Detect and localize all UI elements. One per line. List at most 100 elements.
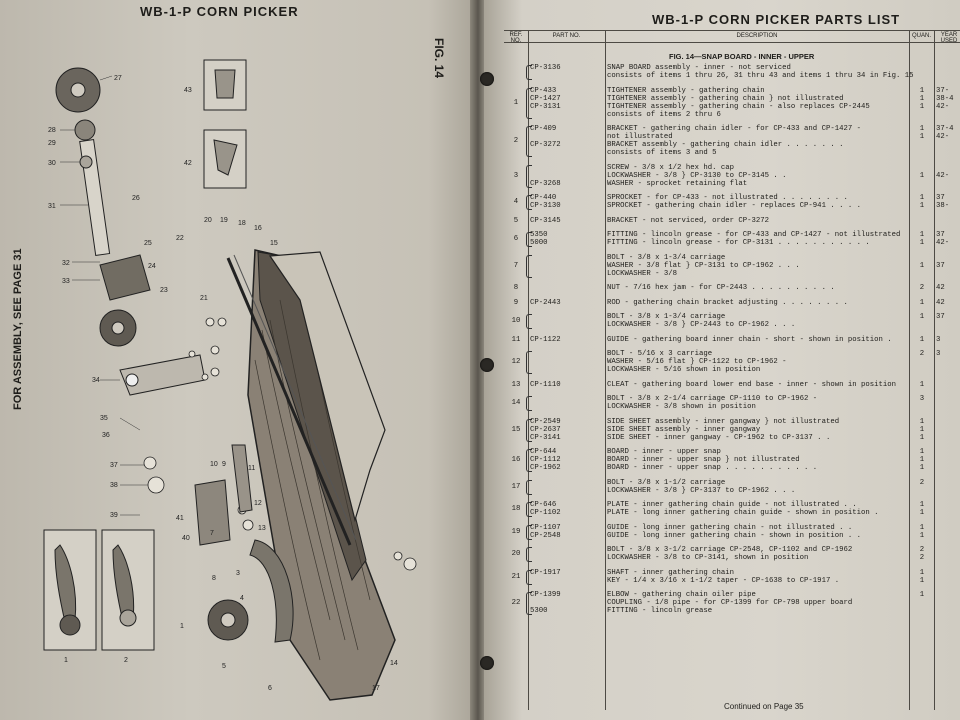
year-used-cell: 42 [936, 284, 960, 292]
table-row: 14 BOLT - 3/8 x 2-1/4 carriage CP-1110 t… [504, 395, 960, 411]
year-used [936, 418, 960, 426]
callout-leaders [60, 75, 148, 516]
year-used [936, 546, 960, 554]
svg-text:43: 43 [184, 87, 192, 94]
svg-text:28: 28 [48, 127, 56, 134]
description-cell: GUIDE - gathering board inner chain - sh… [607, 336, 907, 344]
ref-number: 15 [511, 425, 521, 434]
description-cell: FITTING - lincoln grease - for CP-433 an… [607, 231, 907, 247]
quantity: 1 [919, 464, 925, 472]
year-used-cell [936, 479, 960, 487]
exploded-parts-diagram: 27 28 29 30 31 26 32 33 25 24 22 23 20 1… [43, 59, 417, 701]
quantity [912, 217, 932, 225]
row-brace [526, 396, 532, 411]
part-number-cell: CP-2443 [530, 299, 604, 307]
right-page-parts-list: WB-1-P CORN PICKER PARTS LIST REF. NO. P… [480, 0, 960, 720]
quantity: 1 [919, 417, 925, 426]
part-number: CP-3272 [530, 141, 561, 149]
year-used [936, 501, 960, 509]
ref-number: 2 [513, 137, 519, 145]
ref-number: 6 [513, 235, 519, 243]
part-number-cell: CP-409 CP-3272 [530, 125, 604, 149]
quantity: 1 [919, 335, 925, 344]
svg-text:1: 1 [180, 623, 184, 630]
svg-text:18: 18 [238, 220, 246, 227]
left-page-header: WB-1-P CORN PICKER [140, 4, 299, 19]
ref-number: 17 [511, 482, 521, 491]
ref-number: 13 [511, 380, 521, 389]
description-cell: BRACKET - not serviced, order CP-3272 [607, 217, 907, 225]
part-number-cell [530, 479, 604, 487]
description: GUIDE - long inner gathering chain - not… [607, 523, 853, 532]
description: BOLT - 3/8 x 1-3/4 carriage [607, 313, 726, 321]
row-brace [526, 569, 532, 585]
year-used [936, 217, 960, 225]
part-number-cell [530, 284, 604, 292]
year-used: 37 [936, 313, 945, 321]
part-number: CP-1102 [530, 509, 561, 517]
row-brace [526, 524, 532, 540]
description: LOCKWASHER - 3/8 to CP-3141, shown in po… [607, 554, 809, 562]
svg-text:21: 21 [200, 295, 208, 302]
quantity-cell [912, 64, 932, 72]
quantity: 1 [919, 523, 925, 532]
description: LOCKWASHER - 5/16 shown in position [607, 366, 761, 374]
part-number: 5350 [530, 231, 548, 239]
description: ROD - gathering chain bracket adjusting … [607, 298, 848, 307]
quantity [912, 254, 932, 262]
part-number: CP-1427 [530, 94, 561, 103]
chain-guide-long [226, 257, 352, 546]
col-qty: QUAN. [911, 33, 931, 39]
year-used: 38-4 [936, 94, 954, 103]
description-cell: BRACKET - gathering chain idler - for CP… [607, 125, 907, 157]
part-number: CP-3130 [530, 202, 561, 210]
year-used [936, 479, 960, 487]
year-used [936, 591, 960, 599]
part-number: CP-1110 [530, 380, 561, 389]
year-used-cell: 37 [936, 313, 960, 321]
part-number [530, 254, 604, 262]
row-brace [526, 65, 532, 80]
quantity [912, 164, 932, 172]
part-number [530, 350, 604, 358]
description: consists of items 2 thru 6 [607, 110, 721, 119]
quantity: 3 [919, 395, 925, 403]
quantity: 1 [919, 448, 925, 456]
quantity-cell: 1 [912, 313, 932, 321]
year-used [936, 64, 960, 72]
description: GUIDE - gathering board inner chain - sh… [607, 335, 892, 344]
binder-hole [480, 358, 494, 372]
svg-text:22: 22 [176, 235, 184, 242]
lower-bracket [194, 479, 231, 546]
svg-text:16: 16 [254, 225, 262, 232]
part-number [530, 172, 604, 180]
year-used-cell: 37 [936, 254, 960, 270]
quantity-cell: 1 [912, 381, 932, 389]
description: BOLT - 5/16 x 3 carriage [607, 350, 713, 358]
part-number: CP-644 [530, 448, 557, 456]
year-used-cell: 3 [936, 336, 960, 344]
year-used [936, 569, 960, 577]
part-number [530, 479, 604, 487]
svg-text:32: 32 [62, 260, 70, 267]
part-number: CP-3141 [530, 433, 561, 442]
svg-text:15: 15 [270, 240, 278, 247]
part-number: CP-1962 [530, 464, 561, 472]
svg-text:31: 31 [48, 203, 56, 210]
row-brace [526, 195, 532, 210]
quantity-cell: 2 [912, 284, 932, 292]
description: SHAFT - inner gathering chain [607, 568, 734, 577]
row-brace [526, 351, 532, 374]
